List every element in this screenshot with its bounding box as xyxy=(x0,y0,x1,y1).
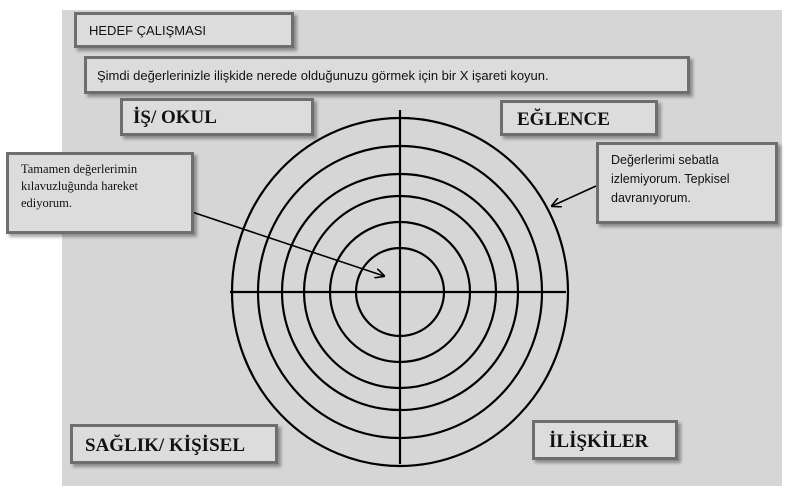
quadrant-label-work-school: İŞ/ OKUL xyxy=(120,98,314,136)
instruction-text: Şimdi değerlerinizle ilişkide nerede old… xyxy=(84,56,690,94)
callout-values-guided: Tamamen değerlerimin kılavuzluğunda hare… xyxy=(6,152,194,234)
quadrant-label-health-personal: SAĞLIK/ KİŞİSEL xyxy=(70,424,278,464)
worksheet-title: HEDEF ÇALIŞMASI xyxy=(74,12,294,48)
quadrant-label-relationships: İLİŞKİLER xyxy=(532,420,678,460)
arrow-to-outer-ring xyxy=(552,185,597,206)
callout-reactive: Değerlerimi sebatla izlemiyorum. Tepkise… xyxy=(596,142,778,224)
quadrant-label-fun: EĞLENCE xyxy=(500,100,658,136)
arrow-to-center xyxy=(185,209,384,276)
